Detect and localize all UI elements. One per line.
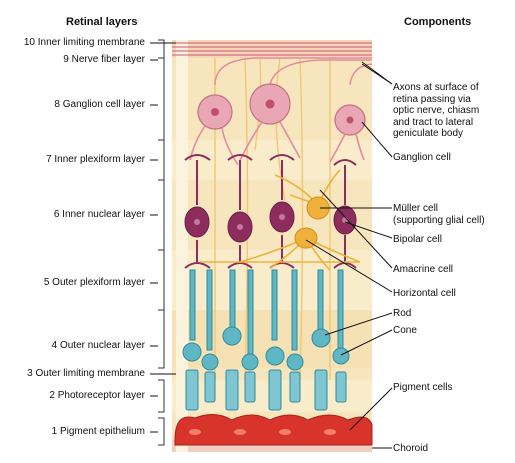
axons-label-line: geniculate body (393, 128, 464, 139)
layer-label-10: 10 Inner limiting membrane (23, 37, 145, 48)
layer-label-5: 5 Outer plexiform layer (43, 277, 145, 288)
axon-fibers (214, 57, 373, 86)
axons-label-line: and tract to lateral (393, 116, 474, 128)
layer-label-8: 8 Ganglion cell layer (54, 99, 145, 110)
axons-label: Axons at surface of retina passing via o… (393, 82, 479, 140)
rod-label: Rod (393, 308, 412, 319)
muller-cell-label: Müller cell (supporting glial cell) (393, 203, 485, 226)
cone-label: Cone (393, 325, 417, 336)
layer-label-1: 1 Pigment epithelium (51, 426, 145, 437)
photoreceptor-columns (189, 269, 344, 356)
layer-label-2: 2 Photoreceptor layer (49, 390, 145, 401)
layer-label-3: 3 Outer limiting membrane (27, 368, 145, 379)
layer-label-4: 4 Outer nuclear layer (51, 340, 145, 351)
inner-limiting-membrane (172, 42, 372, 56)
axons-label-line: Axons at surface of (393, 82, 479, 93)
pigment-cells-label: Pigment cells (393, 382, 453, 393)
muller-cell-label-line: Müller cell (393, 203, 439, 214)
ganglion-cell-label: Ganglion cell (393, 152, 451, 163)
axons-label-line: optic nerve, chiasm (393, 105, 480, 116)
amacrine-cell-label: Amacrine cell (393, 264, 454, 275)
layer-label-7: 7 Inner plexiform layer (46, 154, 145, 165)
muller-cell-label-line: (supporting glial cell) (393, 214, 485, 226)
choroid-label: Choroid (393, 443, 429, 454)
components-header: Components (404, 16, 472, 28)
layer-label-6: 6 Inner nuclear layer (53, 209, 145, 220)
retinal-layers-header: Retinal layers (66, 16, 138, 28)
layer-brackets (158, 39, 165, 446)
pigment-epithelium (174, 414, 373, 446)
layer-leaders (150, 42, 176, 433)
horizontal-cell-label: Horizontal cell (393, 288, 456, 299)
layer-label-9: 9 Nerve fiber layer (63, 54, 145, 65)
component-leaders (305, 61, 393, 449)
photoreceptor-nuclei (182, 326, 350, 371)
axons-label-line: retina passing via (393, 93, 471, 105)
bipolar-cell-processes (184, 154, 357, 269)
bipolar-cell-label: Bipolar cell (393, 234, 442, 245)
photoreceptor-outer-segments (185, 369, 347, 411)
